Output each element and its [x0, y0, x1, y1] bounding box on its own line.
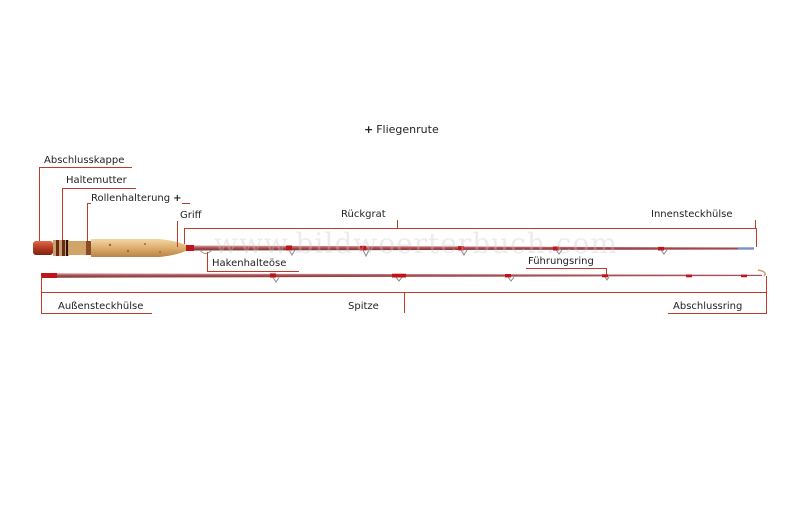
- label-rollenhalterung[interactable]: Rollenhalterung+: [91, 193, 182, 205]
- label-abschlussring: Abschlussring: [673, 301, 743, 313]
- butt-blank: [194, 245, 752, 251]
- label-fuehrungsring: Führungsring: [528, 256, 594, 268]
- end-cap: [33, 241, 53, 255]
- label-rollenhalterung-text[interactable]: Rollenhalterung: [91, 193, 171, 204]
- male-ferrule: [738, 247, 754, 250]
- leader-lines: [39, 167, 767, 314]
- plus-icon[interactable]: +: [364, 123, 374, 136]
- tip-top: [757, 269, 766, 277]
- butt-section: [33, 239, 754, 258]
- label-rueckgrat: Rückgrat: [341, 209, 386, 221]
- female-ferrule: [41, 273, 57, 278]
- label-abschlusskappe: Abschlusskappe: [44, 155, 125, 167]
- label-aussensteckhuelse: Außensteckhülse: [58, 301, 144, 313]
- label-haltemutter: Haltemutter: [66, 175, 127, 187]
- diagram-title[interactable]: +Fliegenrute: [364, 123, 439, 136]
- cork-grip: [91, 239, 188, 257]
- title-text[interactable]: Fliegenrute: [376, 123, 439, 136]
- reel-seat: [69, 241, 91, 255]
- label-spitze: Spitze: [348, 301, 379, 313]
- watermark-text: www.bildwoerterbuch.com: [214, 227, 618, 260]
- plus-icon[interactable]: +: [173, 193, 182, 204]
- label-griff: Griff: [180, 210, 202, 222]
- tip-blank: [57, 273, 762, 278]
- label-innensteckhuelse: Innensteckhülse: [651, 209, 733, 221]
- tip-section: [41, 269, 766, 283]
- label-hakenhalteoese: Hakenhalteöse: [212, 258, 287, 270]
